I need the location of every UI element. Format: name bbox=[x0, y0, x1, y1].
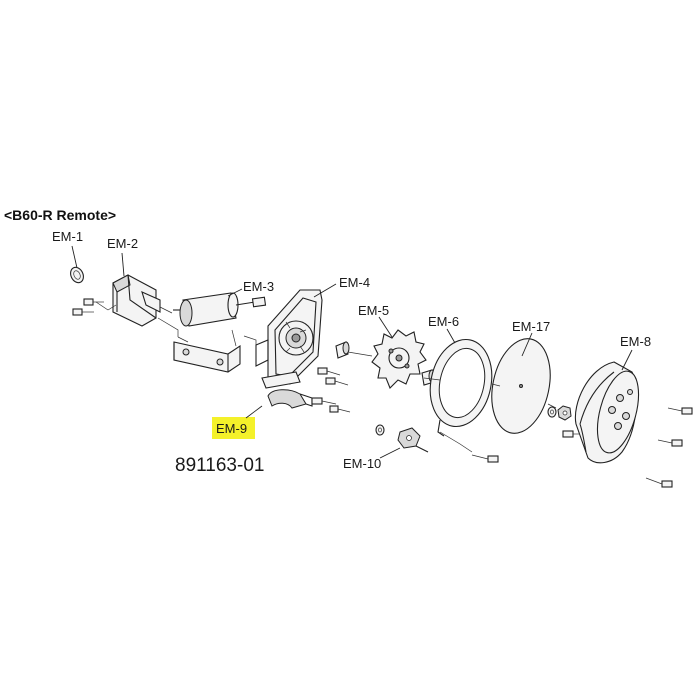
part-number: 891163-01 bbox=[175, 455, 264, 476]
leader-em17 bbox=[521, 332, 533, 357]
leader-em10 bbox=[379, 447, 401, 459]
nut-small[interactable] bbox=[557, 405, 572, 421]
screw-em8-a[interactable] bbox=[667, 407, 693, 415]
diagram-title: <B60-R Remote> bbox=[4, 207, 116, 223]
part-em5-sprocket[interactable] bbox=[371, 329, 427, 389]
label-em1[interactable]: EM-1 bbox=[52, 229, 83, 244]
leader-em3 bbox=[227, 288, 243, 297]
label-em2[interactable]: EM-2 bbox=[107, 236, 138, 251]
leader-em4 bbox=[313, 283, 337, 298]
leader-em2 bbox=[121, 252, 125, 277]
screw-em4-b[interactable] bbox=[325, 377, 349, 386]
label-em17[interactable]: EM-17 bbox=[512, 319, 550, 334]
screw-left-lower[interactable] bbox=[72, 308, 94, 316]
screw-left-upper[interactable] bbox=[83, 298, 104, 306]
screw-em10[interactable] bbox=[471, 454, 499, 463]
part-em3-motor[interactable] bbox=[173, 292, 267, 327]
part-em10-latch[interactable] bbox=[397, 427, 429, 453]
bushing-small[interactable] bbox=[335, 341, 350, 359]
part-em2-housing[interactable] bbox=[112, 274, 161, 327]
screw-em8-c[interactable] bbox=[645, 477, 673, 488]
leader-em8 bbox=[621, 349, 633, 371]
label-em8[interactable]: EM-8 bbox=[620, 334, 651, 349]
leader-em6 bbox=[446, 328, 456, 344]
label-em10[interactable]: EM-10 bbox=[343, 456, 381, 471]
screw-em4-a[interactable] bbox=[317, 367, 341, 376]
leader-em9 bbox=[245, 405, 263, 419]
part-em17-disc[interactable] bbox=[484, 333, 559, 439]
label-em3[interactable]: EM-3 bbox=[243, 279, 274, 294]
part-em8-cover[interactable] bbox=[574, 361, 646, 464]
screw-em8-d[interactable] bbox=[562, 430, 580, 438]
leader-em1 bbox=[71, 245, 78, 269]
label-em6[interactable]: EM-6 bbox=[428, 314, 459, 329]
label-em5[interactable]: EM-5 bbox=[358, 303, 389, 318]
washer-small[interactable] bbox=[547, 406, 557, 418]
label-em4[interactable]: EM-4 bbox=[339, 275, 370, 290]
leader-em5 bbox=[378, 316, 393, 338]
label-em9-highlight bbox=[212, 417, 255, 439]
part-em1-washer[interactable] bbox=[68, 265, 86, 285]
screw-em9[interactable] bbox=[329, 405, 351, 413]
washer-em10[interactable] bbox=[375, 424, 385, 436]
part-em6-ring[interactable] bbox=[423, 334, 500, 437]
motor-mount-plate[interactable] bbox=[173, 341, 241, 373]
label-em9[interactable]: EM-9 bbox=[216, 421, 247, 436]
part-em9-lever[interactable] bbox=[261, 371, 351, 413]
part-em4-gear-housing[interactable] bbox=[255, 289, 323, 385]
screw-em8-b[interactable] bbox=[657, 439, 683, 447]
